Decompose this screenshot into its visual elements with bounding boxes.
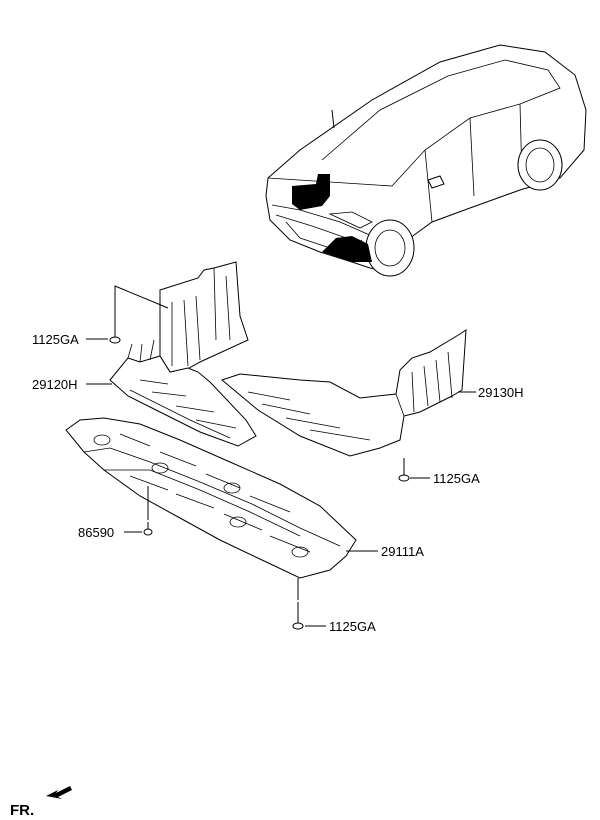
vehicle-illustration (265, 44, 587, 277)
leader-lines (86, 285, 476, 627)
side-under-cover-29130h (220, 329, 467, 457)
callout-29111a: 29111A (381, 544, 424, 559)
callout-29120h: 29120H (32, 377, 78, 392)
callout-1125ga-upper-left: 1125GA (32, 332, 79, 347)
callout-1125ga-bottom: 1125GA (329, 619, 376, 634)
main-under-cover-29111a (65, 417, 357, 579)
fr-label: FR. (10, 802, 34, 819)
callout-29130h: 29130H (478, 385, 524, 400)
front-arrow-icon (46, 786, 72, 799)
bolt-right (398, 458, 410, 482)
callout-1125ga-right: 1125GA (433, 471, 480, 486)
front-under-cover-29120h (109, 261, 257, 447)
bolt-bottom (292, 602, 304, 630)
callout-86590: 86590 (78, 525, 114, 540)
clip-86590 (143, 522, 153, 536)
bolt-upper-left (109, 318, 121, 344)
front-orientation-marker: FR. (10, 786, 72, 819)
